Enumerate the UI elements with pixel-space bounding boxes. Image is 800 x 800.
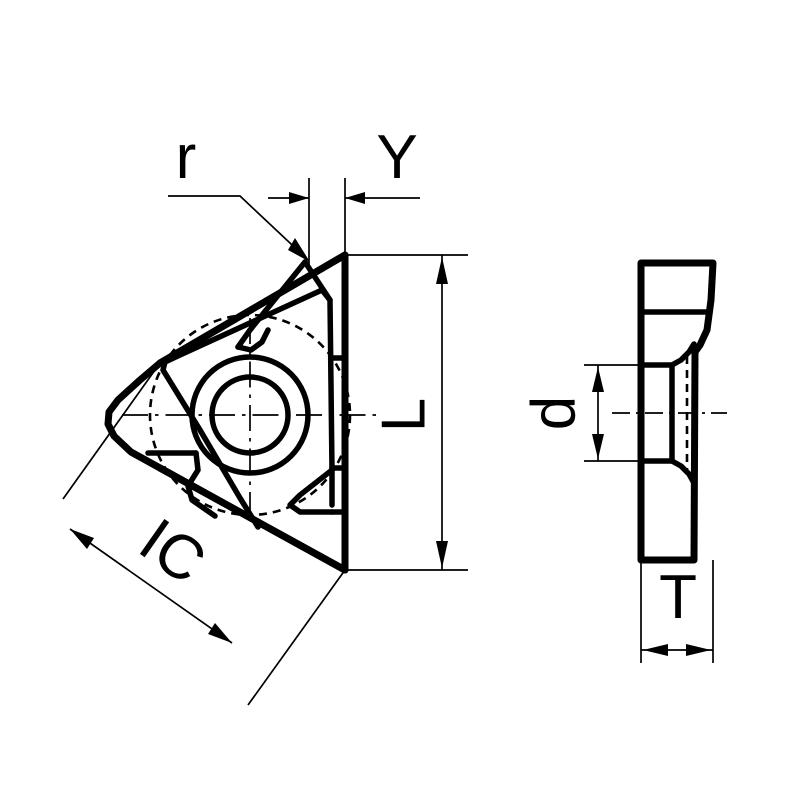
ic-dimension-line bbox=[69, 528, 233, 644]
left-vertex-notch-lower bbox=[185, 450, 218, 519]
ic-label: IC bbox=[127, 506, 217, 598]
right-lower-relief-facet bbox=[287, 467, 335, 515]
side-view-body-outline bbox=[637, 259, 717, 564]
front-view: r Y L bbox=[62, 123, 468, 706]
l-label: L bbox=[369, 398, 438, 432]
ic-arrow-upper bbox=[70, 529, 94, 549]
d-arrow-top bbox=[592, 367, 604, 392]
dimension-d: d bbox=[519, 364, 648, 462]
ic-arrow-lower bbox=[208, 623, 232, 643]
dimension-l: L bbox=[345, 254, 468, 571]
r-leader-arrowhead bbox=[288, 238, 310, 262]
t-arrow-right bbox=[686, 644, 711, 656]
top-vertex-relief-right bbox=[302, 259, 333, 303]
y-arrow-left bbox=[289, 192, 309, 204]
inner-seat-left-edge bbox=[160, 359, 261, 530]
y-arrow-right bbox=[345, 192, 365, 204]
l-arrow-bottom bbox=[436, 541, 448, 568]
side-view-bore-upper-flare bbox=[638, 341, 697, 368]
side-view-bore-lower-flare bbox=[638, 458, 697, 486]
r-label: r bbox=[176, 123, 197, 192]
ic-extension-lower bbox=[247, 569, 346, 706]
dimension-y: Y bbox=[268, 123, 420, 268]
dimension-t: T bbox=[640, 560, 714, 663]
r-leader-line bbox=[168, 195, 308, 260]
t-label: T bbox=[659, 563, 697, 632]
y-label: Y bbox=[376, 123, 417, 192]
dimension-r: r bbox=[168, 123, 310, 262]
t-arrow-left bbox=[643, 644, 668, 656]
inner-seat-upper-edge bbox=[162, 287, 325, 365]
d-arrow-bottom bbox=[592, 434, 604, 459]
l-arrow-top bbox=[436, 257, 448, 284]
top-vertex-relief-notch bbox=[235, 327, 271, 353]
d-label: d bbox=[519, 396, 588, 430]
ic-extension-upper bbox=[62, 362, 161, 500]
side-view: d T bbox=[519, 259, 727, 663]
